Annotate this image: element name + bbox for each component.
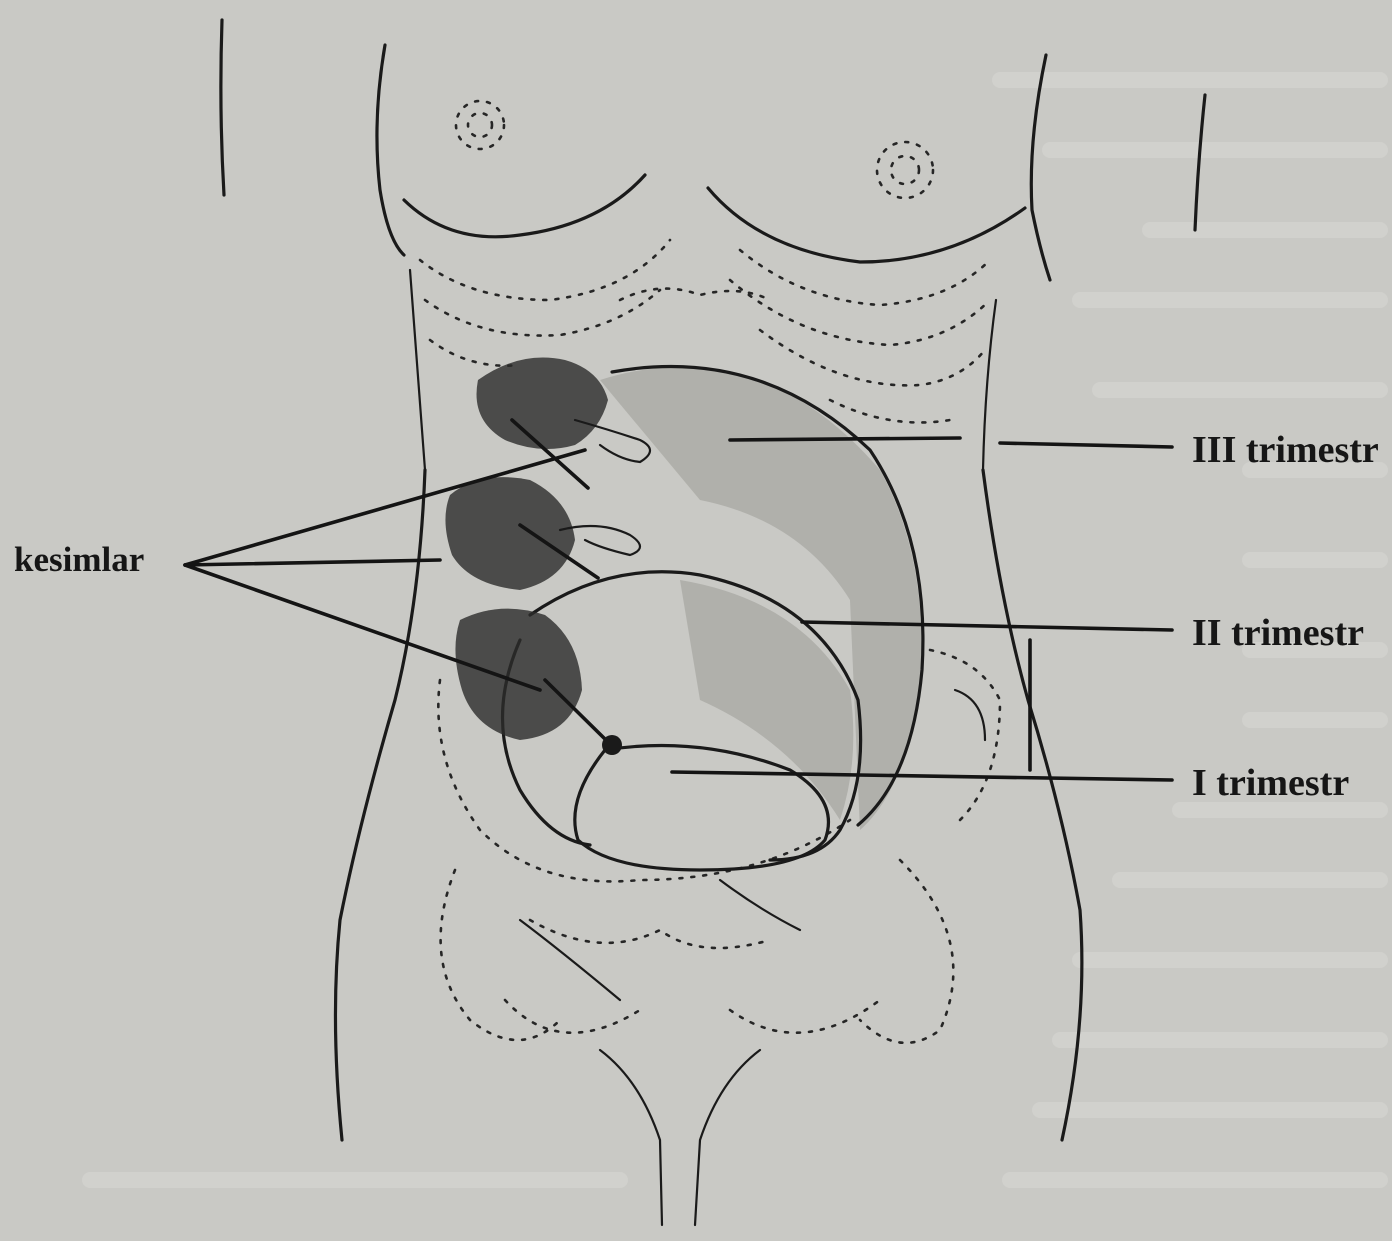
label-trimester-3: III trimestr <box>1192 429 1379 471</box>
leader-kesimlar-2 <box>185 560 440 565</box>
label-trimester-2: II trimestr <box>1192 612 1364 654</box>
torso-outline <box>221 20 1205 1140</box>
leader-trimester-1 <box>672 772 1172 780</box>
fetus-first-trimester <box>455 609 622 755</box>
label-kesimlar: kesimlar <box>14 540 144 579</box>
uterus-first-trimester <box>575 746 829 871</box>
label-trimester-1: I trimestr <box>1192 762 1349 804</box>
breasts <box>404 101 1025 262</box>
fetus-second-trimester <box>445 477 640 590</box>
leader-lines <box>185 438 1172 780</box>
